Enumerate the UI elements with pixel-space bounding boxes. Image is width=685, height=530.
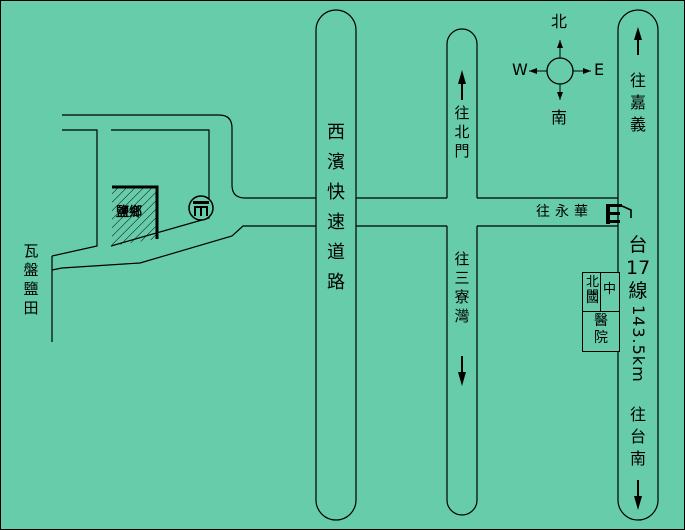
hospital-label-guo: 國 [586, 291, 600, 306]
route17-label: 台17線 [626, 234, 651, 302]
direction-tainan-label: 往台南 [629, 405, 646, 468]
compass-north-label: 北 [551, 12, 568, 31]
west-road-upper [62, 114, 316, 199]
west-road-lower [51, 225, 316, 271]
direction-sanliaowan-label: 往三寮灣 [454, 250, 470, 325]
route17-road [617, 9, 659, 521]
compass-east-label: E [594, 60, 605, 79]
arrow-to-jiayi [634, 27, 642, 55]
direction-yonghua-label: 往永華 [536, 204, 593, 220]
expressway-road [315, 9, 357, 521]
arrow-to-sanliaowan [458, 356, 466, 386]
hospital-label-yiyuan: 醫院 [594, 313, 608, 346]
salt-village-label: 鹽鄉 [116, 205, 143, 220]
compass-west-label: W [512, 60, 528, 79]
compass-south-label: 南 [551, 108, 568, 127]
beimen-road-upper [446, 28, 478, 198]
temple-icon [188, 195, 214, 221]
salt-village-block [112, 187, 157, 246]
hospital-label-beimen: 北門 [586, 275, 600, 304]
destination-marker-icon [606, 204, 632, 224]
arrow-to-tainan [634, 480, 642, 510]
route17-km-label: 143.5km [629, 305, 648, 383]
direction-jiayi-label: 往嘉義 [629, 71, 646, 134]
arrow-to-beimen [458, 70, 466, 100]
direction-beimen-label: 往北門 [454, 104, 470, 160]
wapan-salt-field-label: 瓦盤鹽田 [23, 242, 39, 317]
expressway-label: 西濱快速道路 [327, 122, 345, 293]
hospital-box: 北門 中 醫院 [582, 272, 620, 352]
sanliaowan-road-lower [446, 226, 478, 516]
compass-icon [529, 40, 591, 100]
hospital-label-zhong: 中 [603, 282, 617, 297]
